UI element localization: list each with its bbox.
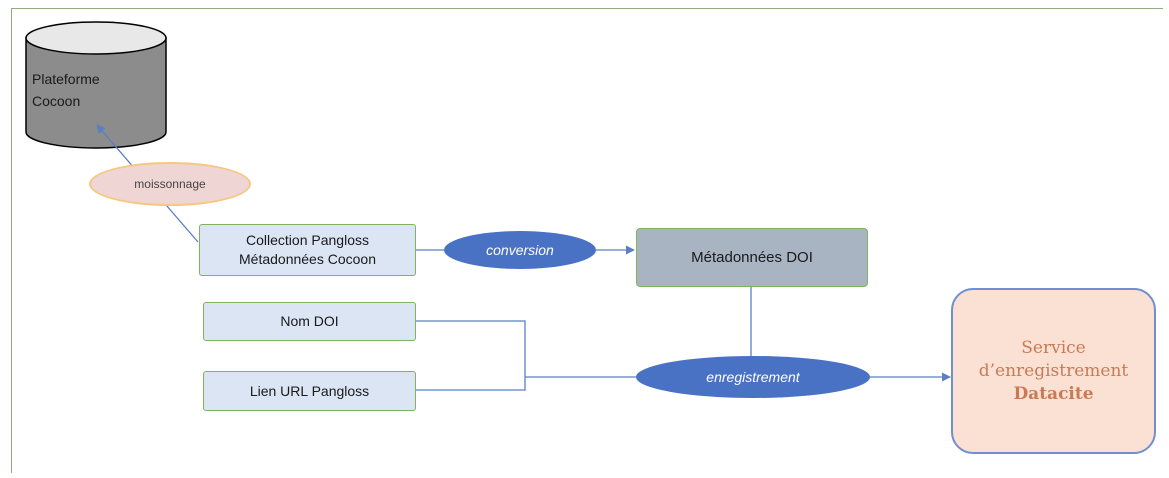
collection-label-line1: Collection Pangloss bbox=[246, 232, 369, 248]
collection-node: Collection Pangloss Métadonnées Cocoon bbox=[199, 224, 416, 276]
doi-metadata-node: Métadonnées DOI bbox=[636, 228, 868, 287]
url-link-node: Lien URL Pangloss bbox=[203, 371, 416, 411]
platform-label: Plateforme Cocoon bbox=[32, 68, 100, 112]
service-label-line1: Service bbox=[1021, 337, 1086, 358]
registration-node: enregistrement bbox=[636, 356, 870, 398]
platform-label-line2: Cocoon bbox=[32, 93, 81, 109]
conversion-node: conversion bbox=[444, 231, 596, 269]
registration-label: enregistrement bbox=[706, 368, 800, 385]
service-node: Service d’enregistrement Datacite bbox=[951, 288, 1156, 454]
doi-name-label: Nom DOI bbox=[280, 313, 339, 329]
service-label-line3: Datacite bbox=[1013, 383, 1094, 404]
doi-name-node: Nom DOI bbox=[203, 302, 416, 341]
diagram-frame bbox=[11, 8, 1163, 473]
harvest-label: moissonnage bbox=[134, 176, 206, 191]
service-label-line2: d’enregistrement bbox=[978, 360, 1129, 381]
conversion-label: conversion bbox=[486, 241, 554, 258]
inputs-bracket-connector bbox=[416, 320, 526, 391]
doi-metadata-label: Métadonnées DOI bbox=[691, 249, 813, 266]
collection-label-line2: Métadonnées Cocoon bbox=[239, 251, 376, 267]
url-link-label: Lien URL Pangloss bbox=[249, 382, 370, 399]
database-cylinder-icon bbox=[25, 21, 167, 149]
platform-label-line1: Plateforme bbox=[32, 71, 100, 87]
harvest-node: moissonnage bbox=[89, 162, 251, 206]
